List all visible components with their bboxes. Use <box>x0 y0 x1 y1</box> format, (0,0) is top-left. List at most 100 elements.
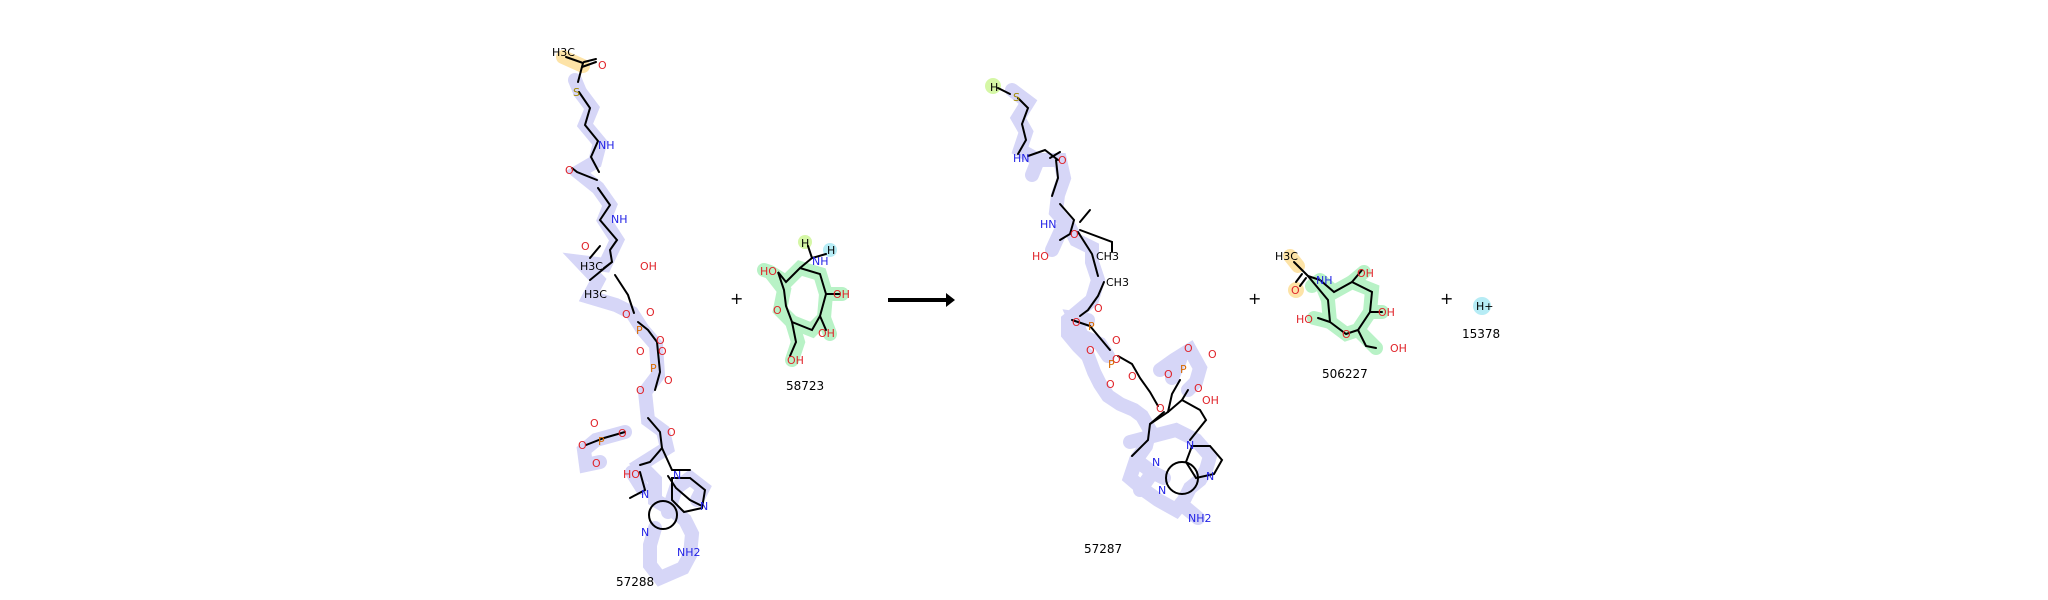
atom-label: O <box>598 59 607 72</box>
atom-label: N <box>641 526 649 539</box>
atom-label: O <box>590 417 599 430</box>
bond-layer <box>1293 261 1383 349</box>
atom-label: S <box>573 86 580 99</box>
atom-label: H <box>990 81 998 94</box>
highlight-h <box>985 78 1001 94</box>
atom-label: O <box>658 345 667 358</box>
atom-label: N <box>673 469 681 482</box>
atom-label: P <box>598 435 605 448</box>
atom-label-layer: H3C O S NH O NH O OH H3C H3C O O P O O O… <box>552 46 708 559</box>
bond-layer <box>565 56 703 507</box>
atom-label: O <box>1086 344 1095 357</box>
atom-label: N <box>1206 470 1214 483</box>
atom-label: O <box>1112 334 1121 347</box>
bond-layer <box>777 245 841 357</box>
atom-label: N <box>700 500 708 513</box>
atom-label: H <box>801 237 809 250</box>
atom-label: O <box>1058 154 1067 167</box>
atom-label: O <box>1070 228 1079 241</box>
product-coenzyme-a: H S HN O HN O HO CH3 CH3 O O P O O O P O… <box>985 78 1224 556</box>
atom-label: H+ <box>1476 300 1494 313</box>
atom-label: N <box>1152 456 1160 469</box>
atom-label-layer: H3C O NH OH HO OH O OH <box>1275 250 1407 355</box>
atom-label: P <box>1180 363 1187 376</box>
highlight-layer <box>1005 83 1218 525</box>
atom-label: O <box>1094 302 1103 315</box>
atom-label-layer: H H NH HO OH O OH OH <box>760 237 850 367</box>
bond-layer <box>997 87 1208 457</box>
atom-label: O <box>1106 378 1115 391</box>
atom-label: H3C <box>1275 250 1298 263</box>
atom-label: O <box>667 426 676 439</box>
compound-id-label: 57287 <box>1084 542 1122 556</box>
atom-label: P <box>650 362 657 375</box>
atom-label: O <box>592 457 601 470</box>
reactant-glucosamine: H H NH HO OH O OH OH 58723 <box>757 235 850 393</box>
compound-id-label: 506227 <box>1322 367 1368 381</box>
atom-label: H3C <box>580 260 603 273</box>
atom-label: O <box>581 240 590 253</box>
highlight-h <box>1473 297 1491 315</box>
atom-label: N <box>641 488 649 501</box>
atom-label: OH <box>818 327 835 340</box>
product-proton: H+ 15378 <box>1462 297 1500 341</box>
atom-label: O <box>1291 284 1300 297</box>
atom-label: O <box>1184 342 1193 355</box>
atom-label: O <box>664 374 673 387</box>
atom-label: OH <box>640 260 657 273</box>
atom-label: O <box>1164 368 1173 381</box>
atom-label: OH <box>833 288 850 301</box>
adenine-ring <box>1165 445 1224 495</box>
compound-id-label: 57288 <box>616 575 654 589</box>
compound-id-label: 15378 <box>1462 327 1500 341</box>
atom-label: O <box>618 427 627 440</box>
atom-label: HO <box>1296 313 1313 326</box>
product-n-acetylglucosamine: H3C O NH OH HO OH O OH 506227 <box>1275 249 1407 381</box>
atom-label: CH3 <box>1106 276 1129 289</box>
atom-label: O <box>565 164 574 177</box>
atom-label: O <box>1128 370 1137 383</box>
atom-label: O <box>636 384 645 397</box>
atom-label: OH <box>1378 306 1395 319</box>
atom-label: NH <box>611 213 628 226</box>
atom-label: HO <box>1032 250 1049 263</box>
atom-label-layer: H S HN O HN O HO CH3 CH3 O O P O O O P O… <box>990 81 1219 525</box>
atom-label: OH <box>1390 342 1407 355</box>
atom-label: HN <box>1013 152 1030 165</box>
atom-label: O <box>646 306 655 319</box>
atom-label: NH <box>1316 274 1333 287</box>
atom-label: CH3 <box>1096 250 1119 263</box>
atom-label: HN <box>1040 218 1057 231</box>
atom-label: O <box>656 334 665 347</box>
atom-label: H3C <box>552 46 575 59</box>
atom-label: H3C <box>584 288 607 301</box>
atom-label: P <box>1088 320 1095 333</box>
atom-label: NH <box>812 255 829 268</box>
adenine-ring <box>648 477 707 530</box>
atom-label: H <box>827 244 835 257</box>
atom-label: N <box>1158 484 1166 497</box>
atom-label: P <box>636 324 643 337</box>
reactant-acetyl-coa: H3C O S NH O NH O OH H3C H3C O O P O O O… <box>552 46 712 589</box>
reaction-arrow <box>888 293 955 307</box>
atom-label: O <box>1208 348 1217 361</box>
atom-label: O <box>1194 382 1203 395</box>
atom-label: O <box>1072 316 1081 329</box>
atom-label: O <box>1156 402 1165 415</box>
atom-label: O <box>1112 353 1121 366</box>
atom-label: HO <box>760 265 777 278</box>
plus-sign: + <box>1248 289 1261 308</box>
atom-label: OH <box>1202 394 1219 407</box>
atom-label: NH2 <box>677 546 701 559</box>
atom-label: HO <box>623 468 640 481</box>
plus-sign: + <box>730 289 743 308</box>
atom-label: N <box>1186 439 1194 452</box>
atom-label: O <box>1342 328 1351 341</box>
atom-label: S <box>1013 91 1020 104</box>
atom-label: P <box>1108 358 1115 371</box>
atom-label: O <box>622 308 631 321</box>
atom-label: NH2 <box>1188 512 1212 525</box>
plus-sign: + <box>1440 289 1453 308</box>
highlight-layer <box>556 50 712 587</box>
